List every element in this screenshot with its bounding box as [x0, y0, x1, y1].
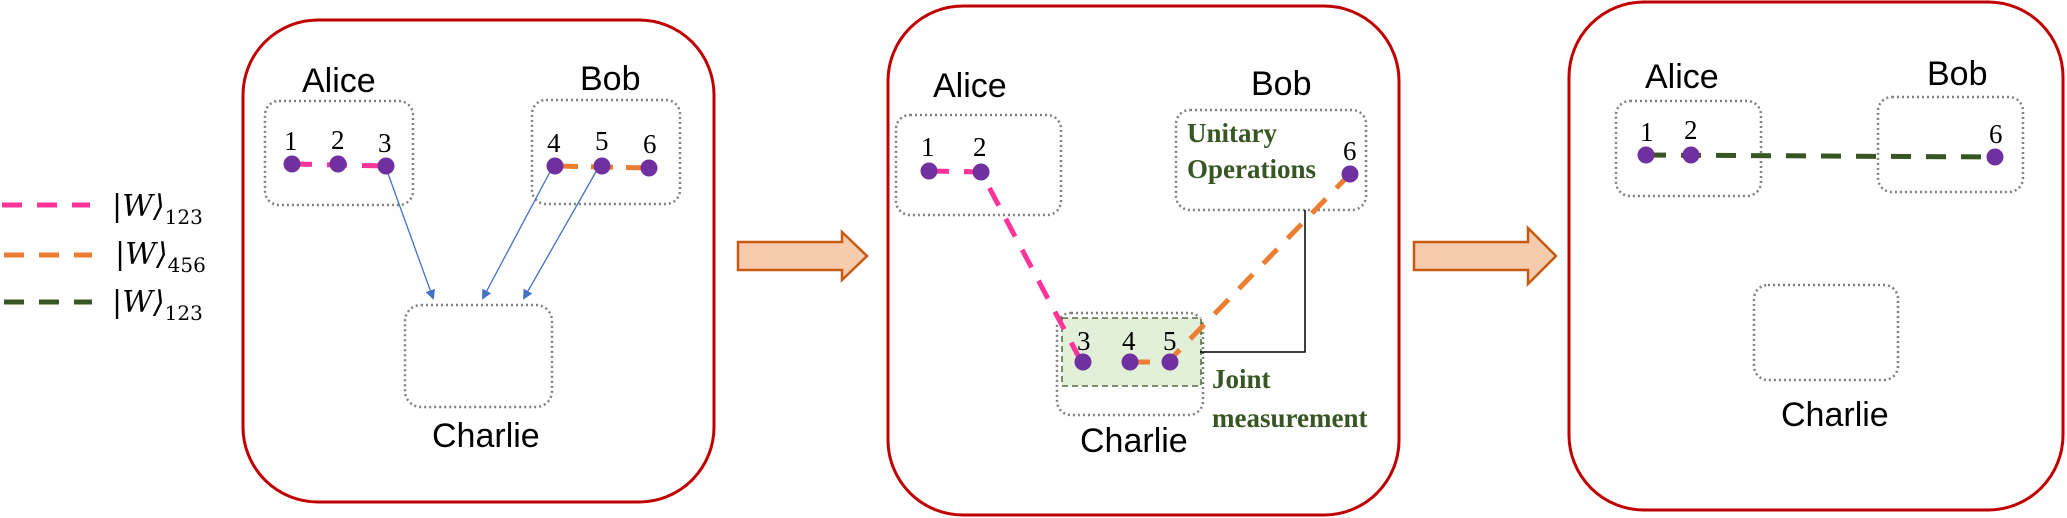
- unitary-operations-label-line1: Unitary: [1187, 118, 1277, 148]
- qubit-2: [329, 155, 347, 173]
- legend-item-w123-pink: |W⟩123: [2, 189, 203, 229]
- qubit-6: [1986, 148, 2004, 166]
- qubit-1-label: 1: [921, 132, 935, 162]
- alice-label: Alice: [302, 62, 376, 100]
- joint-measurement-label-line2: measurement: [1212, 403, 1367, 433]
- qubit-3-label: 3: [378, 128, 392, 158]
- qubit-1: [283, 155, 301, 173]
- charlie-label: Charlie: [432, 417, 540, 455]
- legend-item-w456-orange: |W⟩456: [4, 237, 206, 277]
- alice-box: [263, 99, 415, 207]
- panel-initial: Alice Bob Charlie 1 2 3 4 5 6: [241, 18, 716, 504]
- bob-label: Bob: [1927, 55, 1988, 93]
- transfer-arrow-qubit4: [482, 169, 552, 300]
- qubit-2: [972, 163, 990, 181]
- qubit-5: [1161, 353, 1179, 371]
- qubit-6-label: 6: [1989, 119, 2003, 149]
- entanglement-w123-final: [1645, 152, 1996, 160]
- qubit-4-label: 4: [547, 128, 561, 158]
- qubit-3: [377, 157, 395, 175]
- charlie-box: [1752, 283, 1900, 382]
- panel-border: [241, 18, 716, 504]
- qubit-1: [1637, 146, 1655, 164]
- qubit-1: [920, 162, 938, 180]
- bob-box: [1174, 108, 1368, 212]
- qubit-4: [1121, 353, 1139, 371]
- legend: |W⟩123 |W⟩456 |W⟩123: [2, 189, 206, 325]
- qubit-1-label: 1: [284, 126, 298, 156]
- panel-measurement: Alice Bob Unitary Operations Charlie Joi…: [886, 4, 1401, 517]
- classical-channel-line: [1200, 210, 1306, 353]
- qubit-3: [1074, 353, 1092, 371]
- alice-box: [1614, 99, 1763, 198]
- qubit-5-label: 5: [1163, 326, 1177, 356]
- alice-label: Alice: [933, 67, 1007, 105]
- qubit-5: [593, 157, 611, 175]
- qubit-4: [546, 157, 564, 175]
- bob-box: [530, 98, 682, 206]
- alice-box: [894, 113, 1063, 217]
- bob-label: Bob: [580, 60, 641, 98]
- qubit-6: [1341, 165, 1359, 183]
- legend-item-w123-green: |W⟩123: [4, 285, 203, 325]
- qubit-6-label: 6: [643, 129, 657, 159]
- charlie-box: [1055, 311, 1205, 417]
- legend-label-w456-orange: |W⟩456: [115, 237, 206, 277]
- qubit-2-label: 2: [1684, 115, 1698, 145]
- bob-box: [1876, 95, 2025, 194]
- qubit-2: [1682, 146, 1700, 164]
- qubit-6: [640, 159, 658, 177]
- qubit-4-label: 4: [1122, 326, 1136, 356]
- transfer-arrow-qubit5: [523, 169, 598, 300]
- panel-border: [1567, 0, 2065, 512]
- bob-label: Bob: [1251, 65, 1312, 103]
- transfer-arrow-qubit3: [385, 167, 435, 300]
- unitary-operations-label-line2: Operations: [1187, 154, 1316, 184]
- legend-label-w123-pink: |W⟩123: [112, 189, 203, 229]
- qubit-5-label: 5: [595, 126, 609, 156]
- alice-label: Alice: [1645, 58, 1719, 96]
- step-arrow-2: [1412, 224, 1558, 288]
- panel-border: [886, 4, 1401, 517]
- qubit-2-label: 2: [331, 125, 345, 155]
- charlie-label: Charlie: [1080, 422, 1188, 460]
- charlie-label: Charlie: [1781, 396, 1889, 434]
- qubit-3-label: 3: [1077, 326, 1091, 356]
- qubit-1-label: 1: [1640, 117, 1654, 147]
- legend-label-w123-green: |W⟩123: [112, 285, 203, 325]
- qubit-2-label: 2: [973, 132, 987, 162]
- panel-final: Alice Bob Charlie 1 2 6: [1567, 0, 2065, 512]
- joint-measurement-label-line1: Joint: [1212, 364, 1271, 394]
- qubit-6-label: 6: [1343, 136, 1357, 166]
- step-arrow-1: [736, 229, 869, 283]
